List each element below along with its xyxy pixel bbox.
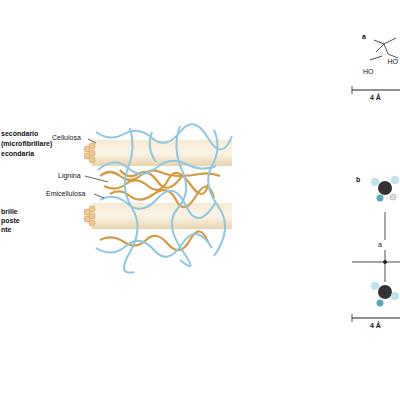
cropped-label: brille <box>1 208 18 216</box>
lignin-strands <box>100 170 220 250</box>
panel-letter: a <box>362 33 366 41</box>
molecule-models <box>371 176 399 307</box>
cellulose-fibrils <box>84 140 232 229</box>
cropped-label: nte <box>1 226 12 234</box>
cropped-label: poste <box>1 217 20 225</box>
axis-lines <box>352 212 400 322</box>
cropped-label: (microfibrillare) <box>1 140 52 148</box>
group-label: HO <box>388 58 399 66</box>
component-label: Lignina <box>58 172 81 180</box>
hemicellulose-strands <box>96 124 232 272</box>
component-label: Cellulosa <box>52 134 81 142</box>
dimension-label: 4 Å <box>370 94 381 102</box>
component-label: Emicellulosa <box>46 190 85 198</box>
sugar-structure <box>352 38 400 94</box>
dimension-label: 4 Å <box>370 322 381 330</box>
group-label: HO <box>363 68 374 76</box>
cropped-label: secondario <box>1 130 38 138</box>
axis-label: a <box>378 241 382 249</box>
leader-lines <box>85 139 108 198</box>
panel-letter: b <box>356 176 360 184</box>
cropped-label: econdaria <box>1 150 34 158</box>
